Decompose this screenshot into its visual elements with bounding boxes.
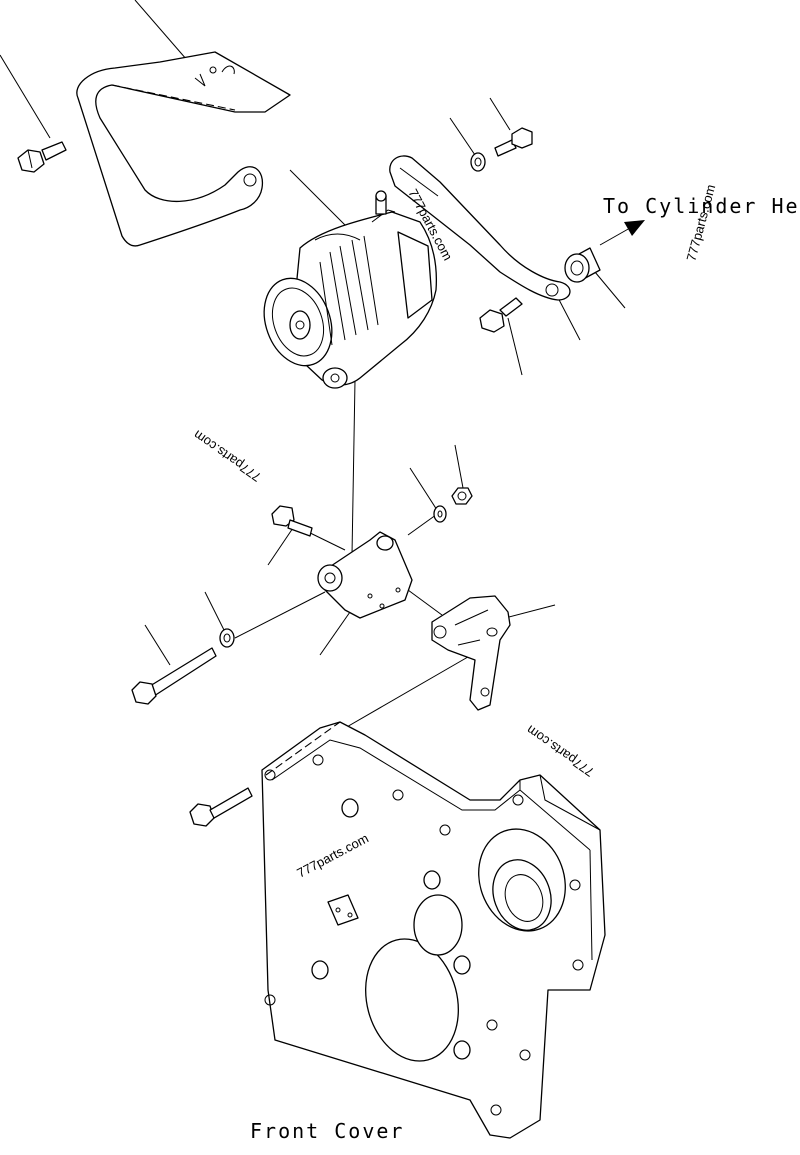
label-to-cylinder-head: To Cylinder Head (603, 194, 800, 218)
front-cover (261, 721, 606, 1139)
label-front-cover: Front Cover (250, 1119, 404, 1143)
bolt-front-cover (189, 787, 253, 827)
washer-upper (470, 152, 486, 172)
belt-guard-bracket (76, 51, 291, 247)
watermark: 777parts.com (524, 722, 597, 779)
washer-lower (219, 628, 235, 648)
hex-bolt-top-left (17, 141, 67, 173)
bolt-mid-left (271, 505, 313, 537)
arrow-to-cylinder-head (599, 220, 645, 246)
washer-mid (433, 505, 447, 523)
adjusting-strap (389, 155, 571, 301)
alternator (263, 190, 438, 389)
leader-lines (0, 0, 626, 729)
long-bolt (131, 647, 217, 705)
spacer (564, 247, 601, 283)
bolt-upper-right (494, 127, 533, 157)
alternator-mounting-bracket (317, 531, 413, 619)
support-bracket (431, 595, 511, 711)
nut (451, 487, 473, 505)
watermark: 777parts.com (191, 427, 264, 484)
bolt-middle-right (479, 297, 523, 333)
